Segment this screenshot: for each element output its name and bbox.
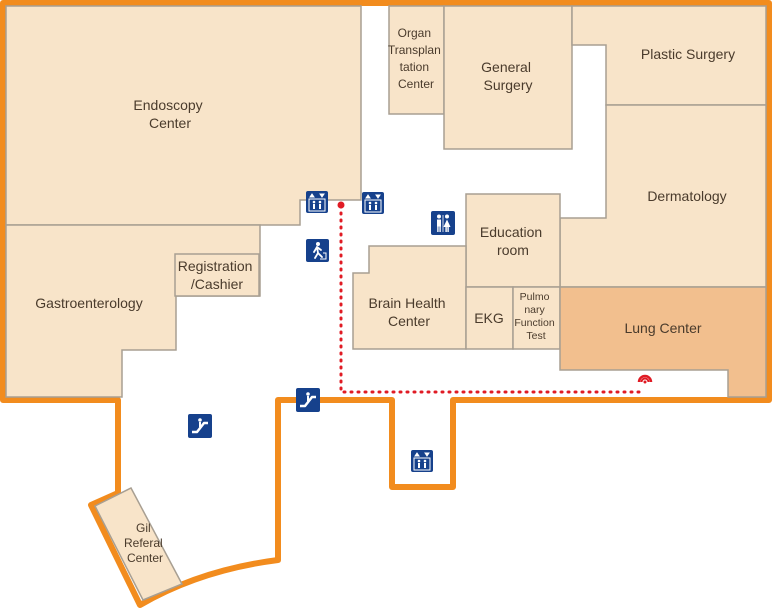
destination-marker-icon [637,374,653,384]
room-endoscopy-center[interactable]: Endoscopy Center [5,5,362,226]
room-general-surgery[interactable]: General Surgery [443,5,573,150]
emergency-exit-icon[interactable] [306,239,329,262]
elevator-icon[interactable] [306,191,328,213]
room-label: Registration /Cashier [178,258,257,292]
route-path [339,204,647,394]
room-ekg[interactable]: EKG [465,286,514,350]
escalator-icon[interactable] [188,414,212,438]
room-label: Gil Referal Center [124,521,166,565]
room-label: Endoscopy Center [133,97,206,131]
room-pulmonary-function-test[interactable]: Pulmo nary Function Test [512,286,561,350]
room-label: EKG [474,310,504,326]
room-brain-health-center[interactable]: Brain Health Center [352,245,467,350]
room-lung-center[interactable]: Lung Center [559,286,767,398]
room-plastic-surgery[interactable]: Plastic Surgery [571,5,767,106]
elevator-icon[interactable] [411,450,433,472]
escalator-icon[interactable] [296,388,320,412]
room-label: General Surgery [481,59,535,93]
room-registration-cashier[interactable]: Registration /Cashier [174,253,260,297]
room-education-room[interactable]: Education room [465,193,561,288]
room-gil-referral-center[interactable]: Gil Referal Center [93,487,184,601]
room-label: Gastroenterology [35,295,142,311]
room-label: Pulmo nary Function Test [514,291,557,342]
room-label: Lung Center [624,320,701,336]
room-organ-transplantation-center[interactable]: Organ Transplan tation Center [388,5,445,115]
room-label: Brain Health Center [369,295,450,329]
room-label: Plastic Surgery [641,46,735,62]
restroom-icon[interactable] [431,211,455,235]
route-start-marker [337,201,345,209]
room-label: Organ Transplan tation Center [388,26,444,91]
room-label: Dermatology [647,188,726,204]
room-label: Education room [480,224,546,258]
elevator-icon[interactable] [362,192,384,214]
